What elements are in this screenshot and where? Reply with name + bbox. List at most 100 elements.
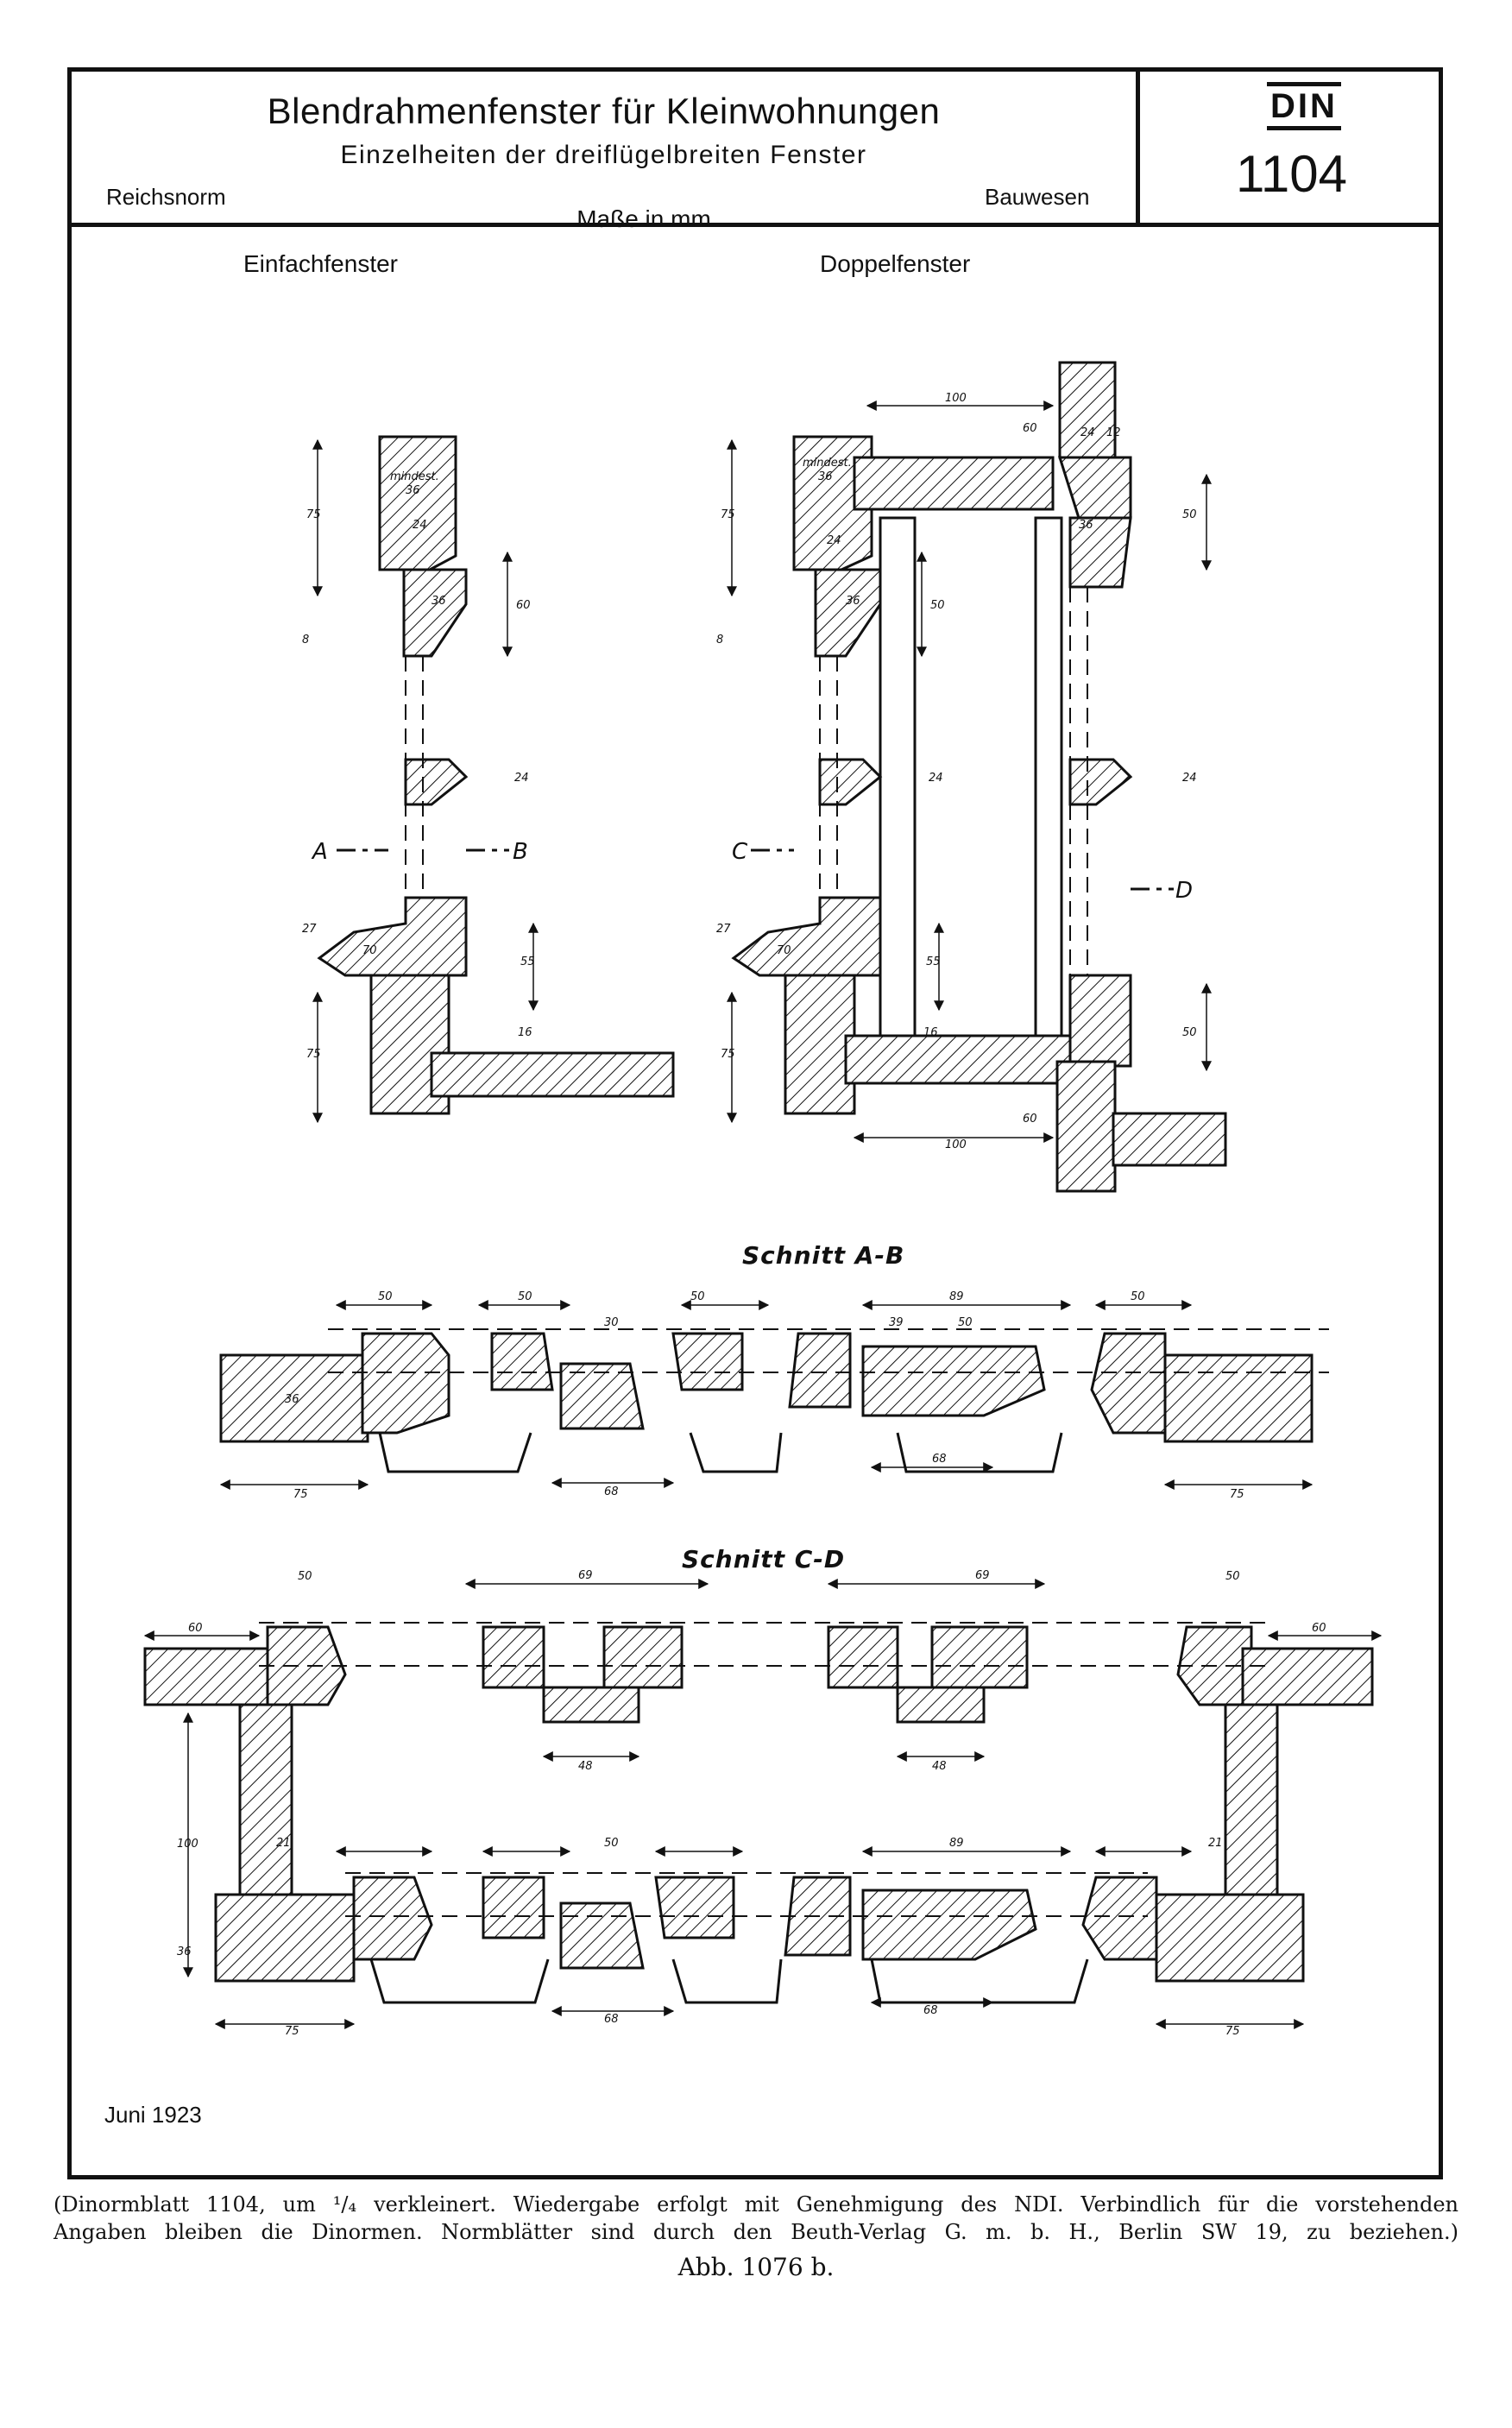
dim-cd-50-a: 50	[298, 1570, 312, 1583]
double-window-section	[731, 361, 1227, 1193]
dim-24-outer-top: 24	[1080, 426, 1095, 439]
din-logo: DIN	[1267, 82, 1341, 130]
dim-36-left: 36	[406, 484, 420, 497]
dim-cd-21-right: 21	[1208, 1837, 1223, 1850]
section-ab-drawing	[219, 1332, 1314, 1443]
double-sill-board	[844, 1034, 1072, 1085]
cd-left-sill-top	[143, 1647, 276, 1706]
cut-markers	[337, 848, 1174, 891]
units-note: Maße in mm	[576, 205, 711, 232]
dim-8-right: 8	[716, 634, 723, 646]
marker-b: B	[513, 839, 528, 865]
dim-8-left: 8	[302, 634, 309, 646]
marker-c: C	[732, 839, 748, 865]
cd-left-frame-top	[266, 1625, 347, 1706]
dim-cd-68-right: 68	[923, 2004, 938, 2017]
single-sill-board	[430, 1051, 675, 1098]
dim-cd-69-left: 69	[578, 1569, 593, 1582]
dim-ab-50-c: 50	[690, 1290, 705, 1303]
dim-24-left: 24	[413, 519, 427, 532]
dim-cd-60-right: 60	[1312, 1622, 1326, 1635]
cd-left-frame-bottom	[352, 1876, 433, 1961]
figure-number: Abb. 1076 b.	[677, 2253, 835, 2281]
double-outer-head	[1057, 456, 1132, 520]
sheet-title: Blendrahmenfenster für Kleinwohnungen	[267, 91, 941, 131]
cd-right-sill-top	[1241, 1647, 1374, 1706]
cd-right-sill-bottom	[1155, 1893, 1305, 1983]
dimension-labels: 100 100 60 60 75 75 75 75 mindest. 36 mi…	[177, 392, 1326, 2038]
dim-cd-48-right: 48	[932, 1760, 947, 1773]
dim-16-right: 16	[923, 1026, 938, 1039]
caption-line-1: (Dinormblatt 1104, um ¹/₄ verkleinert. W…	[54, 2192, 1458, 2217]
dim-50-outer-bottom: 50	[1182, 1026, 1197, 1039]
cd-mullion-top-4	[930, 1625, 1029, 1689]
title-block: Blendrahmenfenster für Kleinwohnungen Ei…	[72, 72, 1439, 227]
dim-75-right-bottom: 75	[721, 1048, 735, 1061]
cd-mullion-top-2	[602, 1625, 684, 1689]
double-outer-sill-board	[1112, 1112, 1227, 1167]
cd-right-post	[1224, 1703, 1279, 1896]
dim-55-left: 55	[520, 955, 535, 968]
dim-50-outer-top: 50	[1182, 508, 1197, 521]
ab-mullion-1	[490, 1332, 554, 1391]
glass-lines	[369, 516, 1089, 2004]
cd-left-post	[238, 1703, 293, 1896]
bauwesen-label: Bauwesen	[985, 184, 1090, 210]
double-inner-sash-bottom	[731, 896, 882, 977]
cd-mullion-bottom-3	[654, 1876, 735, 1939]
dim-ab-50-e: 50	[958, 1316, 973, 1329]
double-sill-frame	[784, 974, 856, 1115]
dim-70-left: 70	[362, 944, 377, 957]
cd-center-bottom-right	[861, 1889, 1037, 1961]
double-outer-sill	[1055, 1060, 1117, 1193]
dim-55-right: 55	[926, 955, 941, 968]
dim-cd-21-left: 21	[276, 1837, 291, 1850]
ab-right-wall	[1163, 1353, 1314, 1443]
dim-24-mull-left: 24	[514, 772, 529, 785]
cd-mullion-bottom-1	[482, 1876, 545, 1939]
dim-cd-50-b: 50	[1225, 1570, 1240, 1583]
double-outer-sash-bottom	[1068, 974, 1132, 1068]
section-cd-title: Schnitt C-D	[682, 1545, 846, 1573]
ab-left-wall	[219, 1353, 369, 1443]
dim-ab-68-right: 68	[932, 1453, 947, 1466]
double-head-board	[853, 456, 1055, 511]
ab-mullion-2	[559, 1362, 645, 1430]
dim-36-right-sash: 36	[846, 595, 860, 608]
double-outer-sash-top	[1068, 516, 1132, 589]
dim-60-bottom: 60	[1023, 1113, 1037, 1126]
dim-75-left-top: 75	[306, 508, 321, 521]
single-window-label: Einfachfenster	[243, 250, 398, 277]
sheet-subtitle: Einzelheiten der dreiflügelbreiten Fenst…	[340, 141, 867, 169]
dim-ab-75-left: 75	[293, 1488, 308, 1501]
dim-ab-68-left: 68	[604, 1485, 619, 1498]
dim-24-mull-outer: 24	[1182, 772, 1197, 785]
dim-16-left: 16	[518, 1026, 532, 1039]
marker-d: D	[1175, 878, 1193, 904]
cd-mullion-bottom-2	[559, 1901, 645, 1970]
dim-ab-89: 89	[949, 1290, 964, 1303]
dim-100-bottom: 100	[945, 1138, 967, 1151]
dim-mindest-right: mindest.	[803, 457, 852, 470]
ab-center-left	[788, 1332, 852, 1409]
cd-sash-bar-top-1	[542, 1686, 640, 1724]
dim-27-left: 27	[302, 923, 317, 936]
single-window-section	[317, 435, 675, 1115]
construction-lines	[259, 587, 1329, 1917]
dim-ab-75-right: 75	[1230, 1488, 1244, 1501]
double-frame-head	[792, 435, 873, 571]
single-sash-bottom	[317, 896, 468, 977]
single-frame-head	[378, 435, 457, 571]
dim-27-right: 27	[716, 923, 731, 936]
cd-mullion-top-1	[482, 1625, 545, 1689]
marker-a: A	[311, 839, 328, 865]
dim-cd-68-left: 68	[604, 2013, 619, 2026]
dim-ab-50-b: 50	[518, 1290, 532, 1303]
dim-ab-50-d: 50	[1131, 1290, 1145, 1303]
single-sill-frame	[369, 974, 450, 1115]
cd-sash-bar-top-2	[896, 1686, 986, 1724]
cd-mullion-top-3	[827, 1625, 899, 1689]
double-inner-sash-top	[814, 568, 882, 658]
dim-75-left-bottom: 75	[306, 1048, 321, 1061]
